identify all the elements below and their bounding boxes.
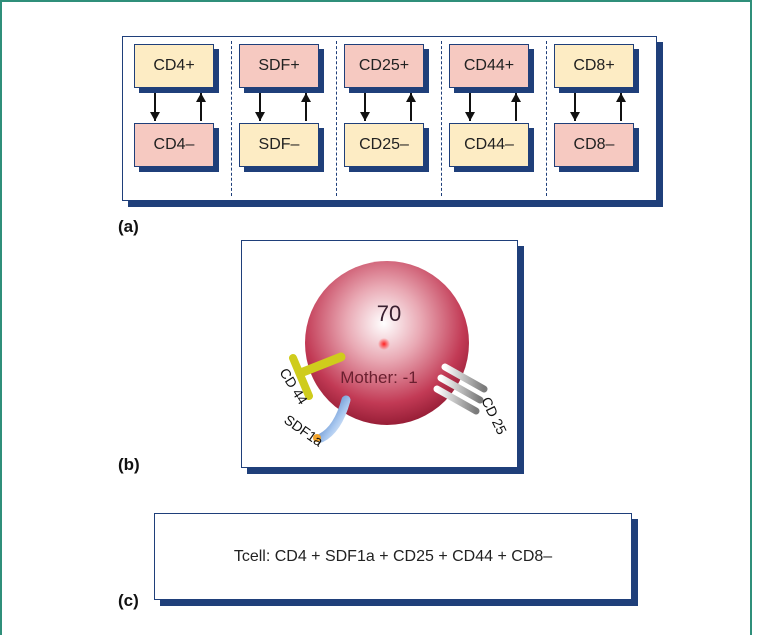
divider <box>231 41 232 196</box>
marker-box-bottom: CD8– <box>554 123 634 167</box>
cd25-label: CD 25 <box>478 394 510 437</box>
panel-c-label: (c) <box>118 591 139 610</box>
cd25-receptor-bar-icon <box>437 374 484 404</box>
down-arrow-head <box>255 112 265 121</box>
up-arrow-head <box>406 93 416 102</box>
up-arrow-head <box>511 93 521 102</box>
cell-value: 70 <box>377 301 401 326</box>
down-arrow-head <box>465 112 475 121</box>
cd25-receptor-bar-icon <box>441 363 488 393</box>
sdf1a-receptor-icon <box>316 395 351 443</box>
up-arrow-head <box>301 93 311 102</box>
marker-box-top: CD25+ <box>344 44 424 88</box>
marker-box-top: CD8+ <box>554 44 634 88</box>
marker-box-bottom: SDF– <box>239 123 319 167</box>
marker-box-bottom: CD4– <box>134 123 214 167</box>
sdf1a-ligand-icon <box>313 434 321 442</box>
cell-center-dot <box>378 338 390 350</box>
marker-box-bottom: CD25– <box>344 123 424 167</box>
marker-box-top: CD4+ <box>134 44 214 88</box>
cd44-receptor-head-icon <box>289 354 313 400</box>
divider <box>546 41 547 196</box>
marker-box-bottom: CD44– <box>449 123 529 167</box>
down-arrow-head <box>150 112 160 121</box>
up-arrow-head <box>616 93 626 102</box>
panel-b-label: (b) <box>118 455 140 474</box>
cd44-receptor-icon <box>298 352 346 377</box>
panel-c: Tcell: CD4 + SDF1a + CD25 + CD44 + CD8– <box>154 513 632 600</box>
divider <box>441 41 442 196</box>
panel-a-label: (a) <box>118 217 139 236</box>
cell-diagram: 70 Mother: -1 CD 44 SDF1a CD 25 <box>276 261 510 450</box>
sdf1a-label: SDF1a <box>281 411 326 449</box>
cd25-receptor-bar-icon <box>433 385 480 415</box>
divider <box>336 41 337 196</box>
marker-box-top: SDF+ <box>239 44 319 88</box>
up-arrow-head <box>196 93 206 102</box>
down-arrow-head <box>360 112 370 121</box>
down-arrow-head <box>570 112 580 121</box>
marker-box-top: CD44+ <box>449 44 529 88</box>
mother-label: Mother: -1 <box>340 368 417 387</box>
tcell-formula: Tcell: CD4 + SDF1a + CD25 + CD44 + CD8– <box>233 547 553 565</box>
